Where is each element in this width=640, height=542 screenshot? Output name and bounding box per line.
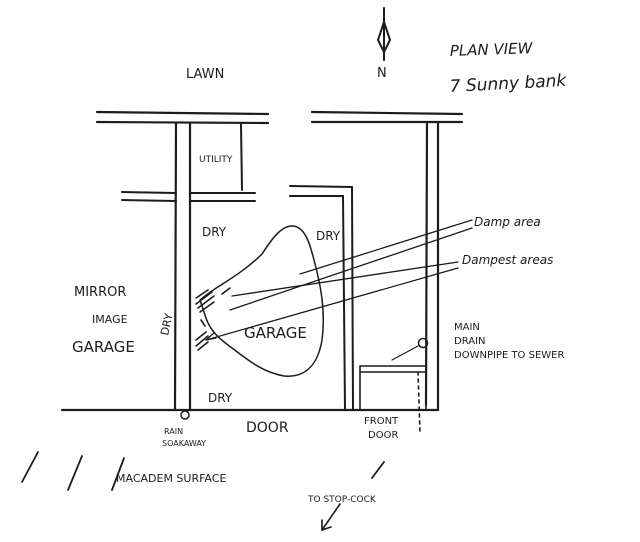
left-wall: [173, 121, 192, 412]
dry-label-side: DRY: [158, 312, 175, 337]
utility-label: UTILITY: [199, 155, 233, 165]
right-wall: [424, 120, 440, 412]
dampest-leader: [205, 261, 459, 341]
north-label: N: [377, 66, 387, 81]
mirror-garage-label: GARAGE: [72, 338, 135, 356]
door-label: DOOR: [246, 420, 289, 436]
drain-leader: [391, 345, 419, 361]
damp-area-leader: [229, 219, 473, 311]
damp-area-label: Damp area: [474, 215, 541, 229]
main-drain-label-1: MAIN: [454, 322, 480, 333]
image-label: IMAGE: [92, 313, 128, 326]
front-door-label-1: FRONT: [364, 416, 399, 427]
stop-cock-label: TO STOP-COCK: [307, 495, 377, 505]
main-drain-label-2: DRAIN: [454, 336, 486, 347]
damp-area-shape: [199, 225, 325, 377]
dampest-areas-label: Dampest areas: [462, 253, 553, 267]
utility-wall: [121, 123, 256, 202]
rain-soakaway-label-1: RAIN: [164, 427, 183, 436]
rain-soakaway-label-2: SOAKAWAY: [162, 439, 206, 448]
macadem-surface-label: MACADEM SURFACE: [116, 472, 226, 485]
inner-partition-wall: [289, 185, 354, 411]
dry-label-upper-left: DRY: [202, 225, 227, 239]
plan-title-line1: PLAN VIEW: [450, 39, 534, 60]
dampest-hatch: [195, 287, 231, 351]
lawn-label: LAWN: [186, 67, 224, 82]
dry-label-bottom: DRY: [208, 391, 233, 405]
garage-label: GARAGE: [244, 324, 307, 342]
soakaway-marker-icon: [180, 410, 190, 420]
macadam-hatch: [21, 451, 385, 491]
front-door-porch: [359, 365, 427, 433]
top-wall: [95, 110, 464, 125]
front-door-label-2: DOOR: [368, 430, 398, 441]
north-arrow-icon: [377, 7, 391, 61]
drain-marker-icon: [417, 337, 429, 349]
plan-title-line2: 7 Sunny bank: [449, 71, 568, 97]
dry-label-upper-right: DRY: [316, 229, 341, 243]
stop-cock-arrow-icon: [321, 503, 341, 531]
mirror-label: MIRROR: [74, 285, 126, 300]
main-drain-label-3: DOWNPIPE TO SEWER: [454, 350, 564, 361]
